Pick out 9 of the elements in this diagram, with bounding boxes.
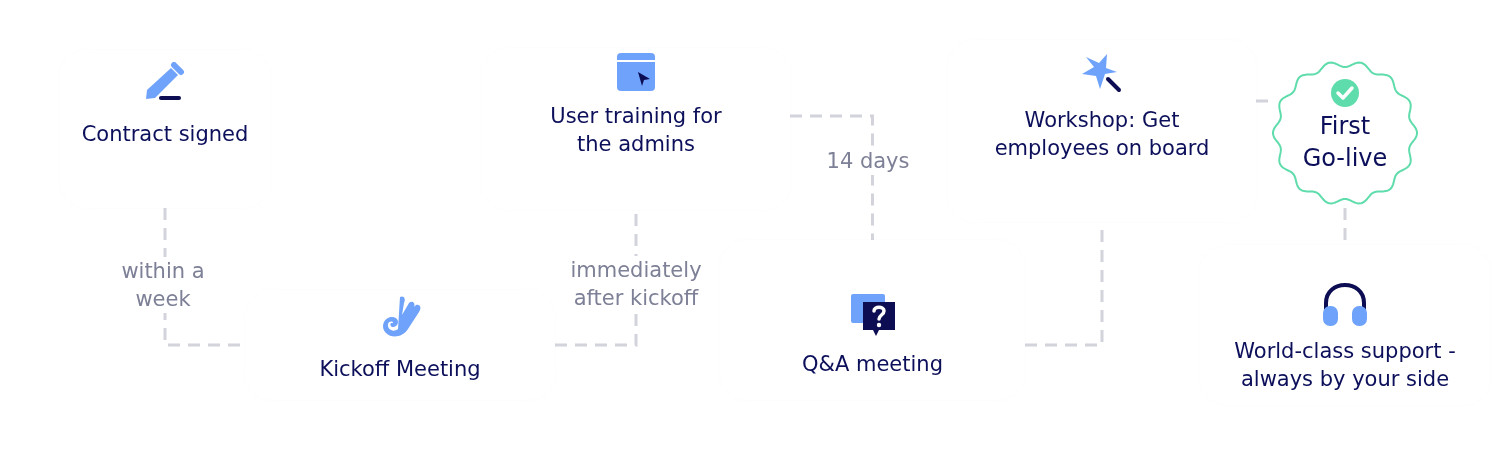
step-label: World-class support - always by your side	[1233, 338, 1457, 393]
step-label: Q&A meeting	[802, 351, 943, 378]
step-label: User training for the admins	[549, 103, 723, 158]
step-label: Contract signed	[81, 121, 249, 148]
dashed-connector	[790, 114, 874, 240]
step-label: First Go-live	[1301, 111, 1389, 174]
dashed-connector	[1256, 99, 1270, 103]
step-label: Workshop: Get employees on board	[993, 107, 1211, 162]
step-label: Kickoff Meeting	[319, 356, 481, 383]
